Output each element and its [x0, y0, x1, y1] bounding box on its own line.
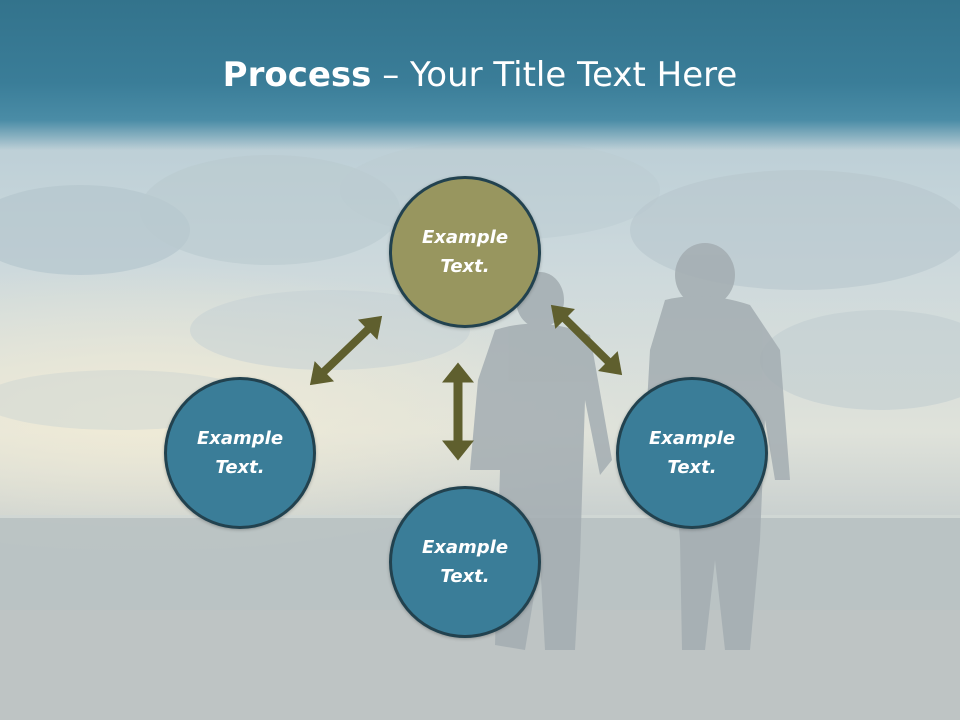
title-banner: [0, 0, 960, 150]
node-label: Example Text.: [421, 227, 509, 277]
process-node-left[interactable]: Example Text.: [164, 377, 316, 529]
process-node-top[interactable]: Example Text.: [389, 176, 541, 328]
node-label: Example Text.: [648, 428, 736, 478]
node-label: Example Text.: [421, 537, 509, 587]
title-separator: –: [371, 55, 411, 95]
title-rest: Your Title Text Here: [410, 55, 738, 95]
title-bold: Process: [222, 55, 372, 95]
node-label: Example Text.: [196, 428, 284, 478]
slide-title: Process – Your Title Text Here: [0, 50, 960, 100]
process-node-right[interactable]: Example Text.: [616, 377, 768, 529]
process-node-bottom[interactable]: Example Text.: [389, 486, 541, 638]
